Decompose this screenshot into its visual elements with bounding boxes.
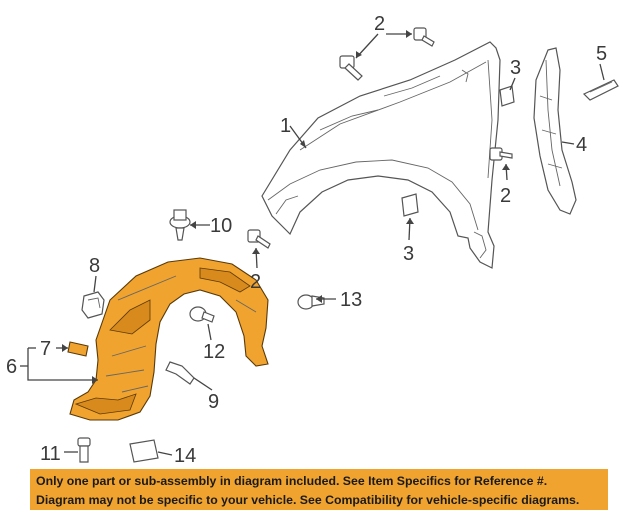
clip-part-10 [169,209,191,241]
callout-8: 8 [89,255,100,277]
clip-part-3-upper [499,85,515,107]
fender-liner-part-6 [69,257,269,421]
screw-part-12 [189,306,215,323]
pad-part-7 [67,341,89,357]
bolt-part-2-mid [489,147,513,161]
clip-part-3-lower [401,193,419,217]
fender-part-1 [261,41,501,269]
clip-part-8 [81,291,105,319]
callout-10: 10 [210,215,232,237]
notice-banner: Only one part or sub-assembly in diagram… [30,469,608,510]
bracket-part-4 [533,47,577,215]
callout-2-mid: 2 [500,185,511,207]
callout-13: 13 [340,289,362,311]
pin-part-9 [165,361,195,385]
callout-3-lower: 3 [403,243,414,265]
bolt-part-11 [77,437,91,463]
callout-5: 5 [596,43,607,65]
callout-7: 7 [40,338,51,360]
callout-1: 1 [280,115,291,137]
callout-3-upper: 3 [510,57,521,79]
callout-2-low: 2 [250,271,261,293]
callout-14: 14 [174,445,196,467]
notice-line-2: Diagram may not be specific to your vehi… [36,493,580,507]
callout-4: 4 [576,134,587,156]
callout-12: 12 [203,341,225,363]
pad-part-14 [129,439,159,463]
arrowheads [62,30,510,384]
bolt-part-2-top [339,27,435,81]
callout-2-top: 2 [374,13,385,35]
callout-11: 11 [40,443,61,465]
strip-part-5 [582,79,619,101]
notice-line-1: Only one part or sub-assembly in diagram… [36,474,548,488]
callout-6: 6 [6,356,17,378]
bolt-part-2-low [247,229,271,249]
callout-9: 9 [208,391,219,413]
